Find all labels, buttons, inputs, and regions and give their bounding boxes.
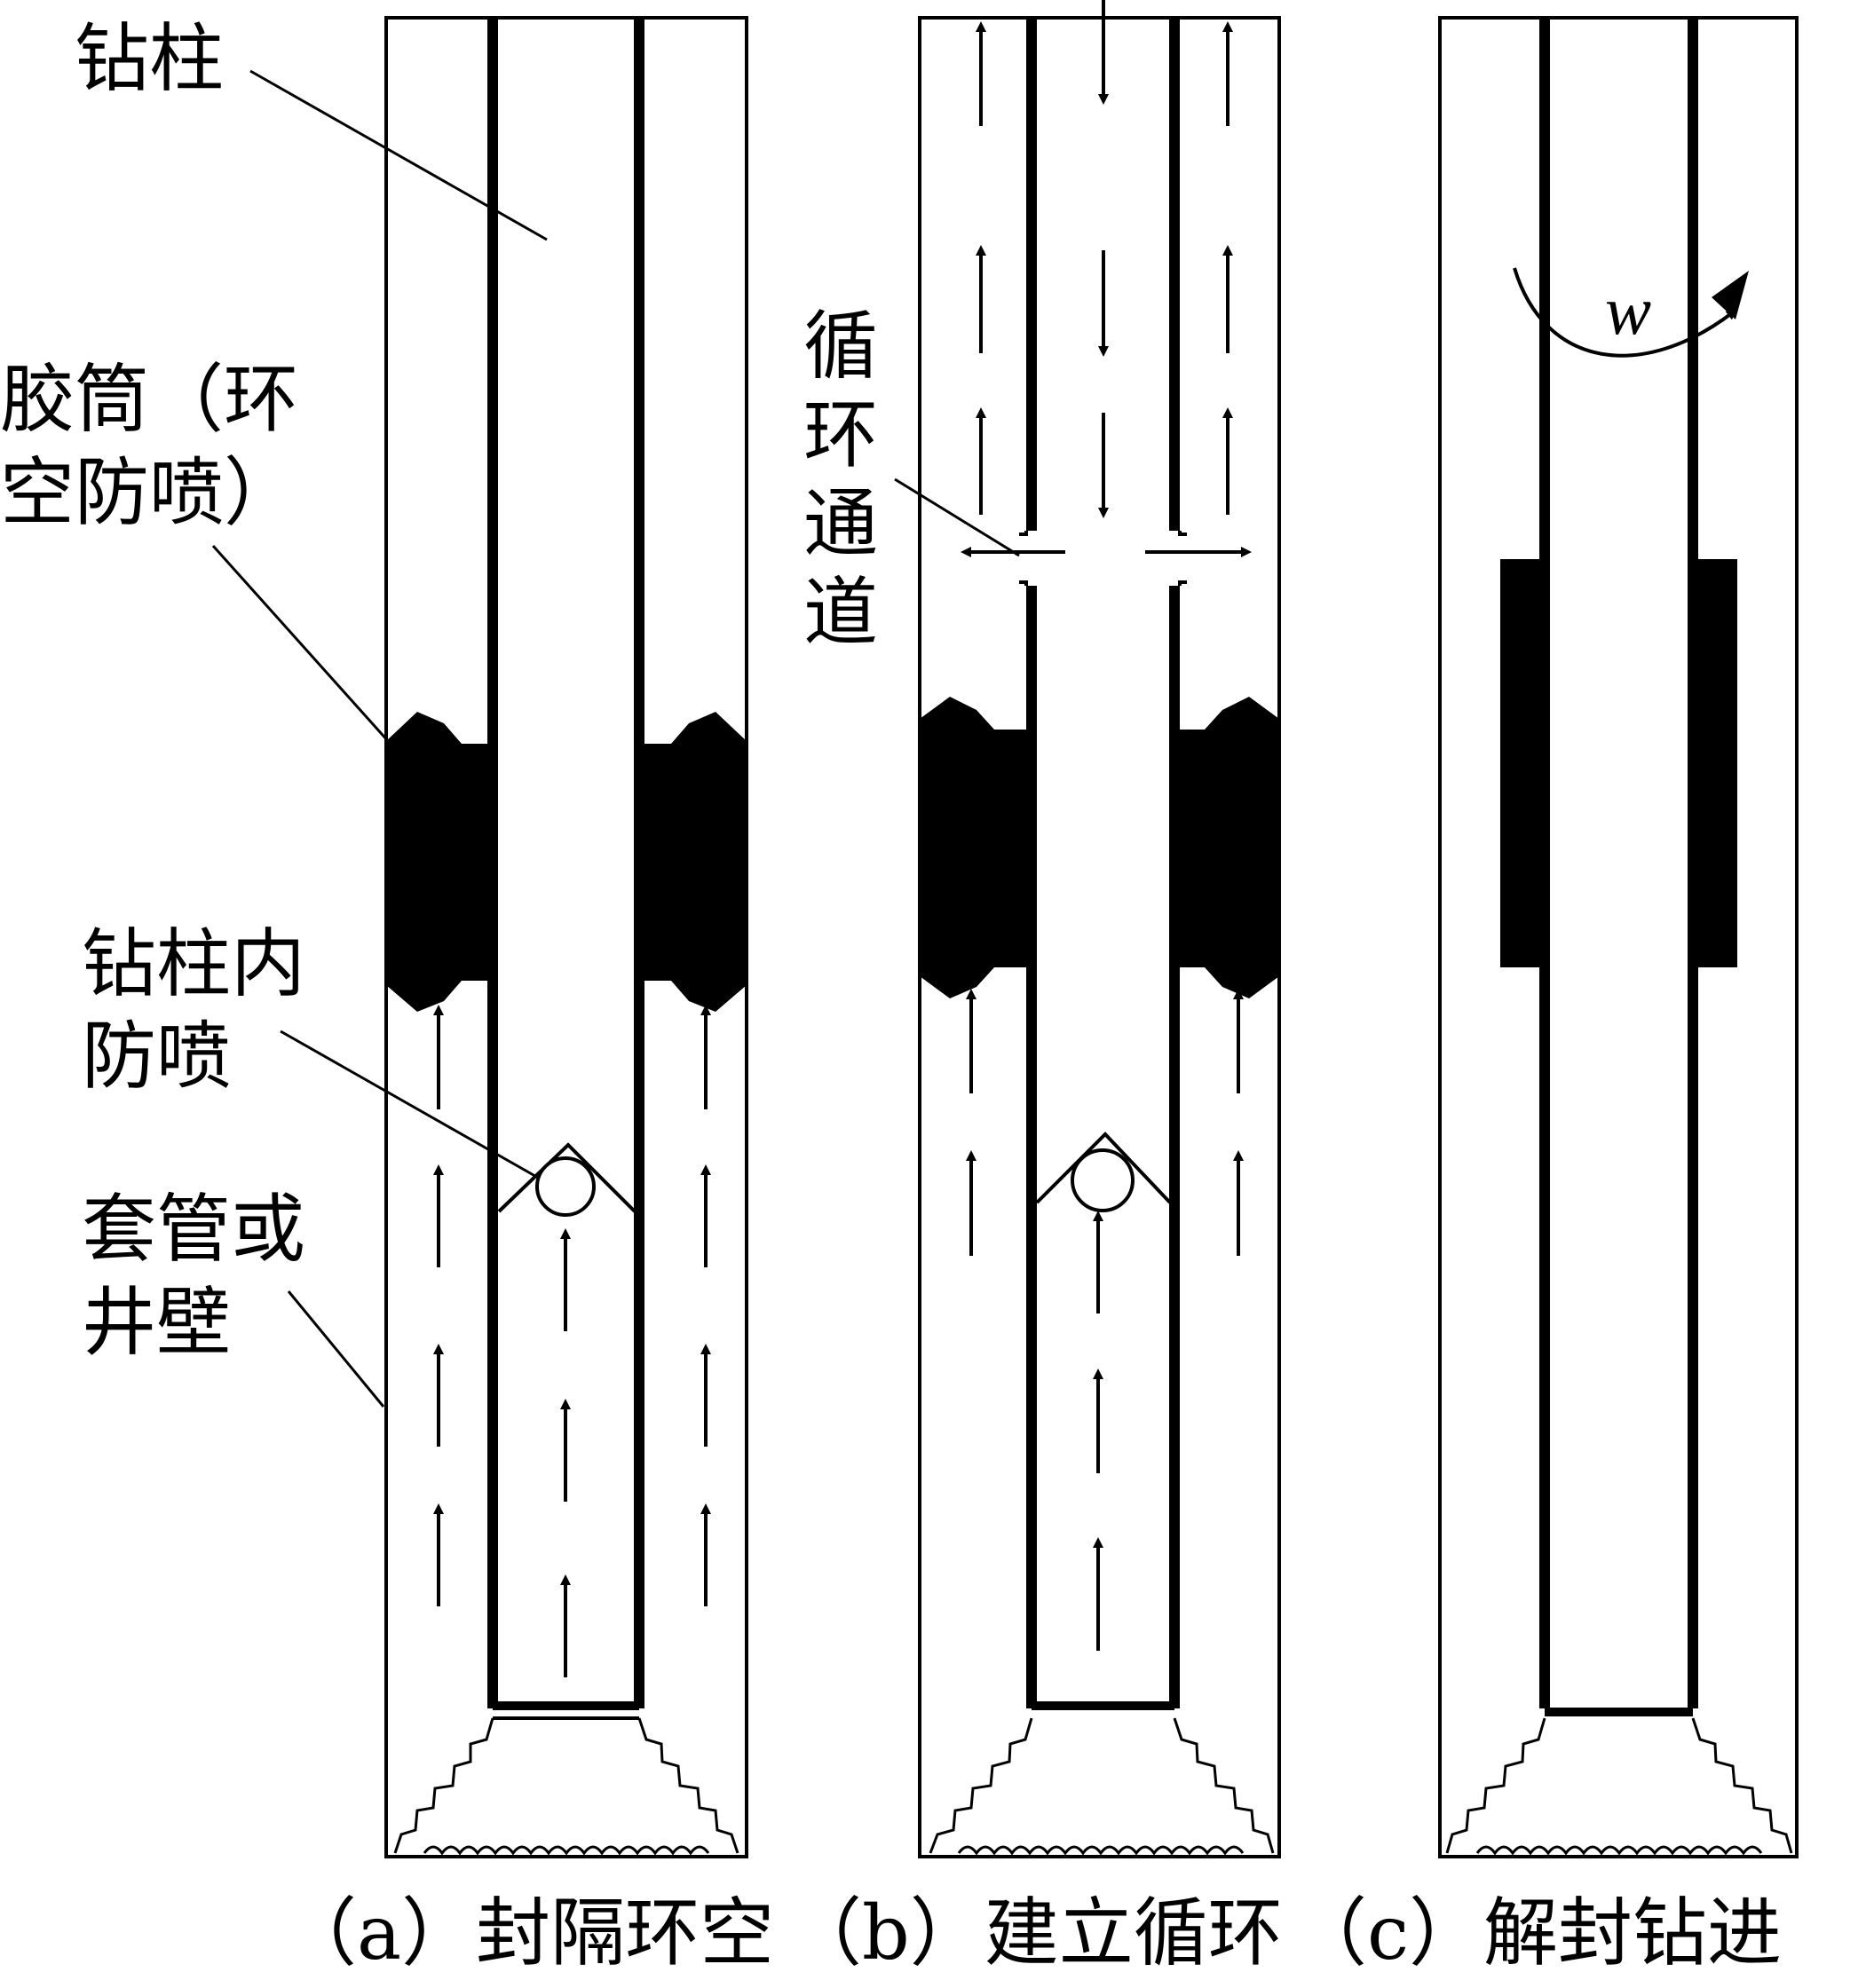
packer-leader-line [211,544,391,744]
packer-left-a [386,712,493,1012]
drill-string-leader-line [249,69,548,241]
annulus-flow-arrows-b [966,21,1244,1256]
drill-string-label: 钻柱 [75,15,225,102]
check-valve-seat-a [497,1142,636,1213]
annulus-flow-arrows-a [433,1005,711,1606]
casing-label-line2: 井壁 [82,1279,232,1366]
packer-left-b [920,697,1032,998]
caption-c: （c）解封钻进 [1293,1889,1783,1976]
packer-label-line1: 胶筒（环 [0,356,299,443]
check-valve-ball-a [535,1156,596,1217]
caption-b: （b）建立循环 [787,1889,1283,1976]
inner-bop-label-line1: 钻柱内 [82,920,306,1007]
check-valve-ball-b [1071,1148,1135,1212]
rotation-arrow-icon [1513,267,1737,358]
inner-bop-label-line2: 防喷 [82,1013,232,1100]
drill-bit-c [1445,1717,1793,1856]
panel-c [1438,16,1799,1858]
inner-bop-leader-line [280,1030,541,1180]
casing-leader-line [287,1290,385,1408]
packer-right-b [1174,697,1279,998]
panel-a [384,16,748,1858]
packer-retracted-right-c [1693,559,1737,967]
check-valve-seat-b [1035,1132,1172,1204]
packer-retracted-left-c [1500,559,1545,967]
caption-a: （a）封隔环空 [282,1889,775,1976]
drill-bit-a [393,1717,739,1856]
panel-b [894,0,1281,1858]
packer-right-a [639,712,747,1012]
casing-wall-c [1438,16,1799,1858]
rotation-label: w [1605,272,1652,349]
drill-bit-b [929,1717,1275,1856]
casing-label-line1: 套管或 [82,1186,306,1273]
channel-leader-line [894,477,1020,557]
circulation-channel-label: 循环通道 [803,303,879,656]
packer-label-line2: 空防喷） [0,449,299,536]
